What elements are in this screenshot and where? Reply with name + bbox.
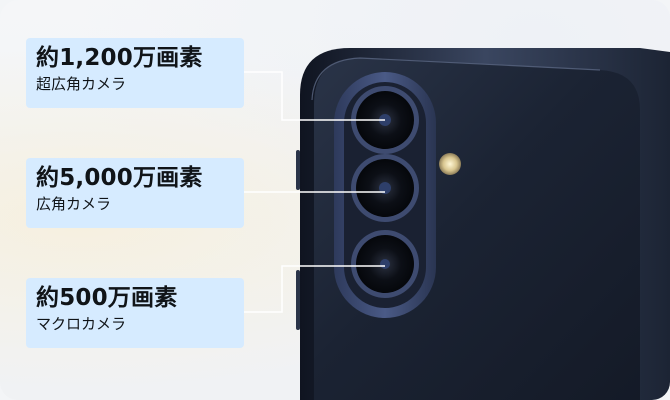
spec-subtitle: マクロカメラ — [36, 315, 127, 333]
spec-label-macro: 約500万画素 マクロカメラ — [26, 278, 244, 348]
leader-line — [244, 71, 385, 121]
spec-label-ultra-wide: 約1,200万画素 超広角カメラ — [26, 38, 244, 108]
spec-title: 約500万画素 — [36, 285, 178, 311]
flash-icon — [439, 153, 461, 175]
spec-label-wide: 約5,000万画素 広角カメラ — [26, 158, 244, 228]
spec-title: 約1,200万画素 — [36, 45, 203, 71]
wide-lens — [351, 154, 419, 222]
macro-lens — [351, 230, 419, 298]
side-button — [296, 150, 300, 190]
leader-line — [244, 265, 385, 313]
side-button — [296, 270, 300, 330]
spec-subtitle: 超広角カメラ — [36, 75, 127, 93]
spec-title: 約5,000万画素 — [36, 165, 203, 191]
spec-subtitle: 広角カメラ — [36, 195, 112, 213]
